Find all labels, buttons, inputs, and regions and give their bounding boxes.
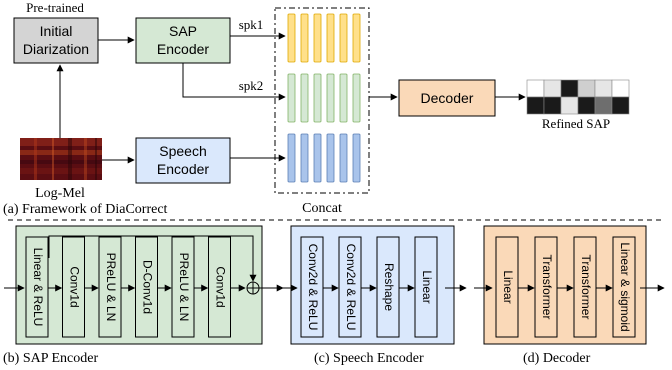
concat-label: Concat	[302, 201, 342, 216]
refined-sap-cell	[611, 79, 630, 98]
decoder-detail-box	[483, 225, 647, 345]
spk2-bar	[326, 73, 335, 123]
log-mel-spectrogram	[20, 138, 102, 180]
speech-bar	[313, 133, 322, 183]
decoder-blocks: Linear Transformer Transformer Linear & sig…	[495, 236, 636, 338]
sap-block	[98, 236, 122, 338]
residual-connection	[48, 235, 257, 282]
decoder-block-label: Transformer	[579, 255, 593, 320]
speech-block-label: Conv2d & ReLU	[306, 244, 320, 331]
sap-block-label: Conv1d	[67, 266, 81, 307]
spk1-bar	[287, 13, 296, 63]
concat-box	[274, 7, 370, 194]
caption-d: (d) Decoder	[523, 351, 591, 366]
decoder-block	[612, 236, 636, 338]
speech-bar	[300, 133, 309, 183]
speech-block-label: Linear	[420, 270, 434, 303]
decoder-block-label: Linear	[501, 270, 515, 303]
sap-encoder-box: SAP Encoder	[135, 17, 231, 64]
decoder-block	[573, 236, 597, 338]
spk2-bar	[287, 73, 296, 123]
decoder-label: Decoder	[421, 90, 474, 106]
refined-sap-cell	[577, 96, 596, 115]
refined-sap-cell	[543, 79, 562, 98]
refined-sap-cell	[577, 79, 596, 98]
refined-sap-cell	[594, 96, 613, 115]
spk1-label: spk1	[239, 17, 264, 32]
speech-block	[300, 236, 324, 338]
speech-encoder-box: Speech Encoder	[135, 137, 231, 184]
spk1-bar	[339, 13, 348, 63]
arrow-spk2	[182, 63, 286, 101]
refined-sap-cell	[611, 96, 630, 115]
spk1-bar	[326, 13, 335, 63]
sap-block-label: Linear & ReLU	[31, 248, 45, 327]
spk1-bar	[300, 13, 309, 63]
caption-c: (c) Speech Encoder	[314, 351, 424, 366]
decoder-block	[534, 236, 558, 338]
speech-bar	[339, 133, 348, 183]
speech-bar	[287, 133, 296, 183]
refined-sap-cell	[560, 79, 579, 98]
spk2-bar	[313, 73, 322, 123]
spk1-bar	[313, 13, 322, 63]
sum-operator-icon	[246, 281, 260, 295]
sap-block-label: Conv1d	[213, 266, 227, 307]
refined-sap-cell	[526, 96, 545, 115]
initial-diarization-label-1: Initial	[40, 23, 73, 39]
sap-encoder-label-1: SAP	[169, 23, 197, 39]
speech-block	[414, 236, 438, 338]
decoder-block	[495, 236, 519, 338]
concat-feature-bars	[287, 13, 361, 183]
speech-encoder-detail-box	[290, 225, 455, 345]
decoder-block-label: Linear & sigmoid	[618, 242, 632, 331]
caption-b: (b) SAP Encoder	[3, 351, 98, 366]
speech-encoder-label-2: Encoder	[157, 161, 209, 177]
speech-block	[376, 236, 400, 338]
log-mel-label: Log-Mel	[35, 186, 85, 201]
refined-sap-cell	[594, 79, 613, 98]
spk2-bar	[339, 73, 348, 123]
sap-block	[208, 236, 231, 338]
spk2-bar	[300, 73, 309, 123]
speech-encoder-blocks: Conv2d & ReLU Conv2d & ReLU Reshape Linear	[300, 236, 438, 338]
spk1-bar	[352, 13, 361, 63]
speech-encoder-label-1: Speech	[159, 143, 206, 159]
initial-diarization-box: Initial Diarization	[13, 17, 99, 64]
sap-block	[135, 236, 158, 338]
speech-bar	[326, 133, 335, 183]
sap-block-label: PReLU & LN	[104, 253, 118, 322]
speech-block-label: Reshape	[382, 263, 396, 311]
initial-diarization-label-2: Diarization	[23, 41, 89, 57]
speech-block	[338, 236, 362, 338]
decoder-block-label: Transformer	[540, 255, 554, 320]
sap-block	[62, 236, 85, 338]
sap-encoder-blocks: Linear & ReLU Conv1d PReLU & LN D-Conv1d PRe…	[25, 236, 246, 338]
sap-encoder-label-2: Encoder	[157, 41, 209, 57]
pretrained-label: Pre-trained	[26, 0, 84, 15]
sap-block	[25, 236, 49, 338]
spk2-bar	[352, 73, 361, 123]
spk2-label: spk2	[239, 78, 264, 93]
refined-sap-cell	[560, 96, 579, 115]
refined-sap-label: Refined SAP	[542, 116, 610, 131]
speech-bar	[352, 133, 361, 183]
caption-a: (a) Framework of DiaCorrect	[3, 202, 168, 217]
refined-sap-cell	[526, 79, 545, 98]
refined-sap-cell	[543, 96, 562, 115]
sap-block	[171, 236, 195, 338]
sap-block-label: PReLU & LN	[177, 253, 191, 322]
refined-sap-grid	[526, 79, 630, 115]
speech-block-label: Conv2d & ReLU	[344, 244, 358, 331]
sap-block-label: D-Conv1d	[140, 260, 154, 314]
decoder-box: Decoder	[398, 79, 496, 117]
